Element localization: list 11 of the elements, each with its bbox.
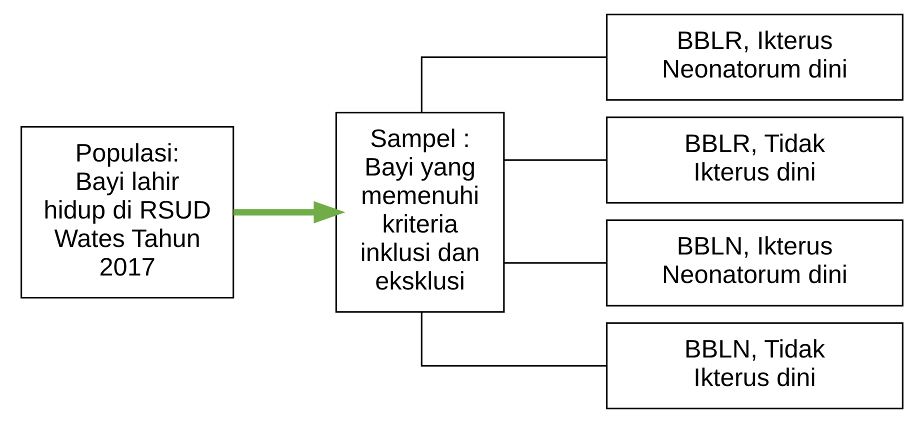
node-box: BBLN, Ikterus Neonatorum dini [606, 219, 903, 306]
connector [504, 262, 606, 264]
node-box: BBLR, Tidak Ikterus dini [606, 116, 903, 204]
connector [420, 312, 606, 367]
connector [420, 56, 606, 112]
arrow [232, 201, 345, 224]
node-box: BBLR, Ikterus Neonatorum dini [606, 14, 903, 101]
node-box: Populasi: Bayi lahir hidup di RSUD Wates Tahun 2017 [20, 126, 234, 299]
connector [504, 159, 606, 161]
node-box: BBLN, Tidak Ikterus dini [606, 322, 903, 410]
node-box: Sampel : Bayi yang memenuhi kriteria inklusi dan eksklusi [334, 112, 504, 313]
